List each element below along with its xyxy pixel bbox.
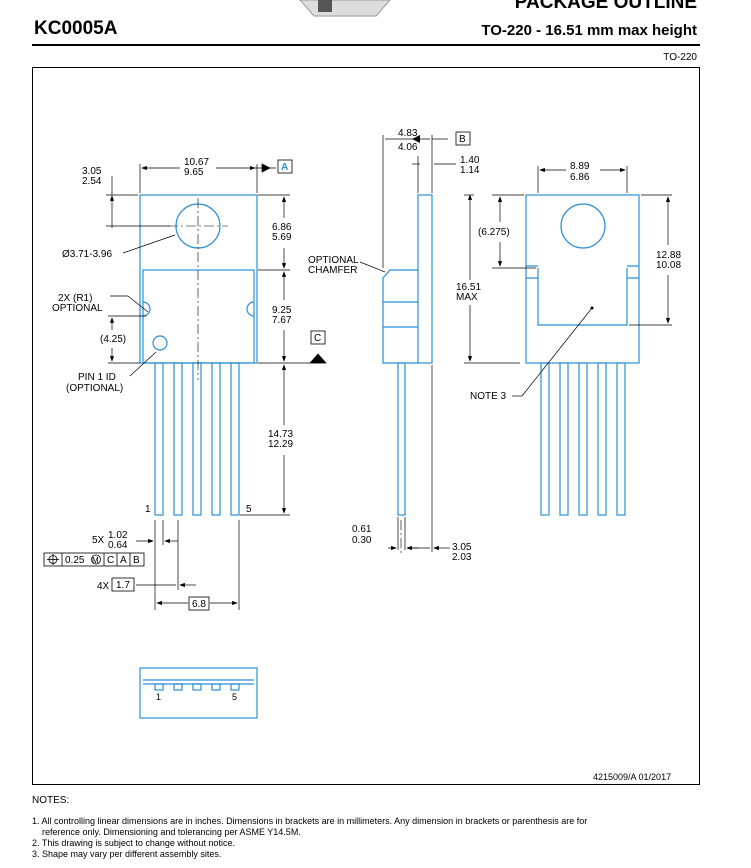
front-radius-note: 2X (R1)OPTIONAL xyxy=(52,293,103,314)
bottom-pin-first: 1 xyxy=(156,692,161,702)
package-thumbnail xyxy=(299,0,391,17)
drawing-number: 4215009/A 01/2017 xyxy=(593,772,671,782)
notes-list: 1. All controlling linear dimensions are… xyxy=(32,816,712,860)
part-number: KC0005A xyxy=(34,18,118,39)
tolerance-ref-1: C xyxy=(107,555,114,566)
note-line: 2. This drawing is subject to change wit… xyxy=(32,838,235,848)
front-hole-dim: Ø3.71-3.96 xyxy=(62,249,112,260)
datum-a-box: A xyxy=(277,159,293,174)
side-lead xyxy=(397,362,406,516)
front-tab-outline xyxy=(139,194,258,364)
tolerance-ref-2: A xyxy=(120,555,127,566)
drawing-frame xyxy=(32,67,700,785)
back-tab-outline xyxy=(525,194,640,364)
position-tolerance-frame: 0.25 M C A B xyxy=(43,552,145,567)
tolerance-ref-3: B xyxy=(133,555,140,566)
pitch-box: 1.7 xyxy=(111,577,135,592)
radius-notch-right xyxy=(246,301,255,317)
tolerance-value: 0.25 xyxy=(65,555,85,566)
pin1-indicator xyxy=(152,335,168,351)
pitch-prefix: 4X xyxy=(97,581,110,592)
span-box: 6.8 xyxy=(188,596,210,611)
back-leads xyxy=(540,362,626,516)
back-view xyxy=(525,194,640,516)
svg-text:1.7: 1.7 xyxy=(116,580,130,591)
side-body xyxy=(382,269,418,364)
package-title: TO-220 - 16.51 mm max height xyxy=(481,22,697,39)
pin1-note: PIN 1 ID(OPTIONAL) xyxy=(66,372,123,394)
side-view xyxy=(382,194,433,516)
note-line: 3. Shape may vary per different assembly… xyxy=(32,849,222,859)
front-pin-last: 5 xyxy=(246,504,252,515)
note3-callout: NOTE 3 xyxy=(470,391,507,402)
front-body-outline xyxy=(142,269,255,364)
note-line: reference only. Dimensioning and toleran… xyxy=(32,827,301,837)
back-hole xyxy=(560,203,606,249)
datum-c-box: C xyxy=(310,330,326,345)
side-body-step xyxy=(383,301,418,328)
notes-heading: NOTES: xyxy=(32,795,70,806)
svg-text:C: C xyxy=(314,333,321,344)
front-pin-first: 1 xyxy=(145,504,151,515)
bottom-pin-last: 5 xyxy=(232,692,237,702)
datum-b-box: B xyxy=(455,131,471,146)
front-view xyxy=(139,194,258,516)
note-line: 1. All controlling linear dimensions are… xyxy=(32,816,588,826)
svg-text:6.8: 6.8 xyxy=(192,599,206,610)
svg-text:B: B xyxy=(459,134,466,145)
front-leads xyxy=(154,362,240,516)
package-code: TO-220 xyxy=(663,52,697,63)
header-rule xyxy=(32,44,700,46)
back-pad-dim: (6.275) xyxy=(478,227,510,238)
svg-text:M: M xyxy=(92,556,99,565)
back-notches xyxy=(526,265,639,279)
svg-text:A: A xyxy=(281,162,288,173)
back-pad-outline xyxy=(537,268,628,326)
side-tab xyxy=(417,194,433,364)
bottom-view xyxy=(139,667,258,719)
lead-width-prefix: 5X xyxy=(92,535,105,546)
section-title: PACKAGE OUTLINE xyxy=(514,0,697,13)
front-notch-dim: (4.25) xyxy=(100,334,126,345)
